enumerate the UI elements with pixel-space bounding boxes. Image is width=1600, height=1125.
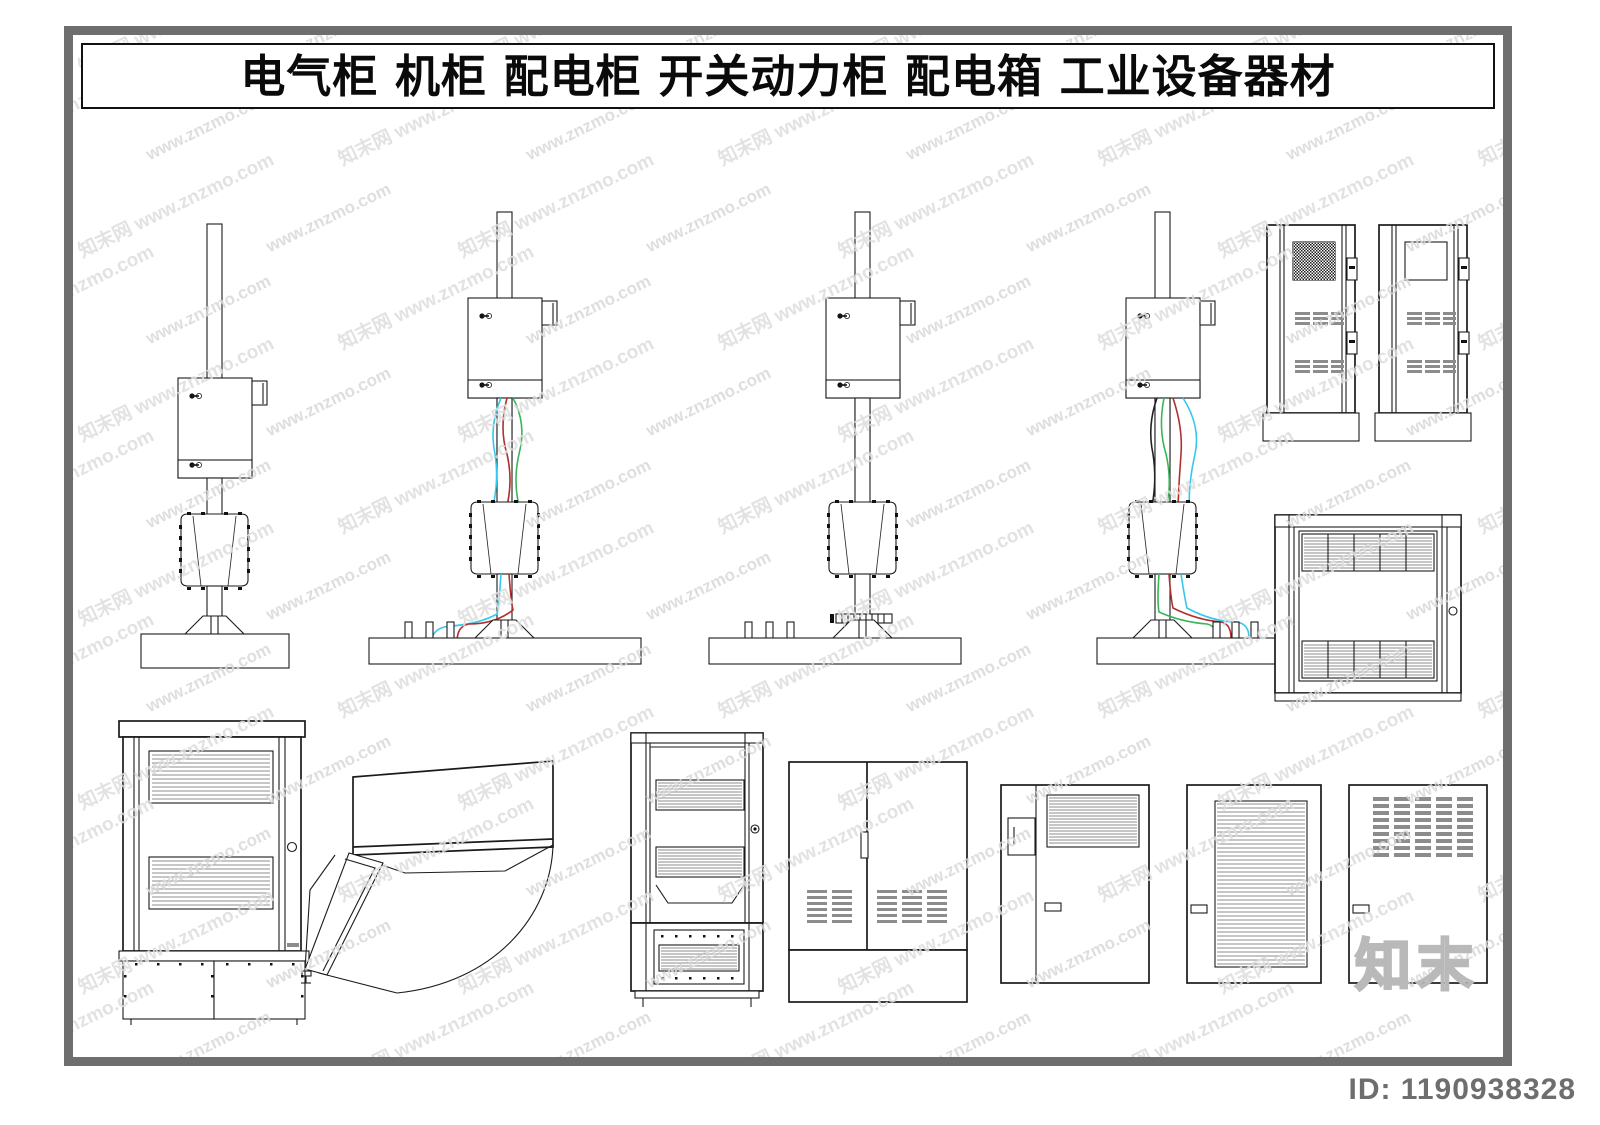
watermark-text: www.znzmo.com: [903, 1007, 1034, 1057]
double-door-cabinet: [783, 740, 983, 1010]
louver-rack-cabinet: [1269, 483, 1479, 708]
side-panel-cabinet: [993, 763, 1173, 1003]
watermark-text: www.znzmo.com: [1283, 1007, 1414, 1057]
brand-logo: 知末: [1354, 934, 1479, 999]
door-lock-icon: [1448, 606, 1458, 616]
door-handle-icon: [860, 831, 869, 859]
full-louver-cabinet: [1173, 763, 1333, 1003]
pole-unit-2: [363, 190, 653, 680]
title-block: 电气柜 机柜 配电柜 开关动力柜 配电箱 工业设备器材: [81, 43, 1495, 109]
door-latch-icon: [1458, 257, 1470, 355]
door-handle-icon: [1352, 904, 1370, 914]
pole-unit-3: [703, 190, 993, 680]
door-latch-icon: [1346, 257, 1358, 355]
isometric-open-unit: [301, 725, 605, 1005]
drawing-id-label: ID: 1190938328: [1348, 1073, 1576, 1106]
brand-logo-text: 知末: [1354, 934, 1479, 999]
vented-rack-cabinet: [621, 725, 781, 1015]
pole-unit-4: [1063, 190, 1323, 680]
mesh-cabinet-left: [1259, 220, 1379, 452]
door-handle-icon: [1190, 904, 1208, 914]
page-title: 电气柜 机柜 配电柜 开关动力柜 配电箱 工业设备器材: [240, 49, 1336, 103]
pole-unit-1: [123, 220, 323, 680]
outdoor-cabinet: [111, 707, 321, 1027]
grille-array-cabinet: [1335, 763, 1503, 1003]
door-lock-icon: [286, 841, 298, 853]
door-handle-icon: [1044, 902, 1062, 912]
mesh-cabinet-right: [1371, 220, 1491, 452]
